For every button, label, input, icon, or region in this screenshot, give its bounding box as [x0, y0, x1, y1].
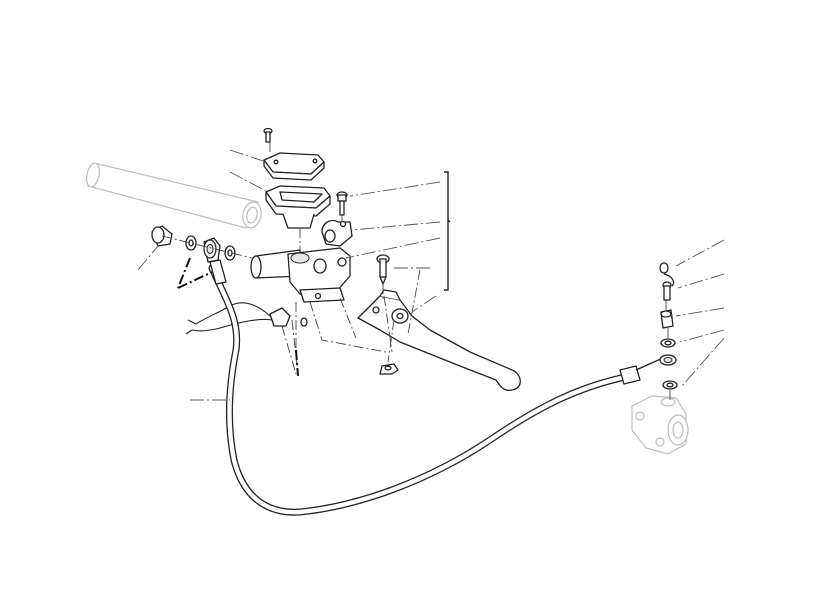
handlebar-clamp: [321, 219, 353, 247]
sealing-washer-right-2: [662, 380, 678, 390]
reservoir-diaphragm: [265, 185, 331, 229]
master-cylinder-body: [250, 247, 351, 303]
pivot-nut: [379, 363, 399, 375]
reservoir-cap: [263, 152, 325, 181]
clutch-slave-cylinder: [631, 395, 689, 455]
reservoir-cap-screw: [263, 127, 273, 143]
banjo-fitting-right: [659, 354, 677, 366]
sealing-washer-left-1: [185, 235, 197, 251]
bleed-cap: [659, 262, 675, 287]
clamp-bolt-upper: [336, 191, 348, 216]
lever-pivot-screw: [376, 254, 390, 285]
hydraulic-hose: [208, 259, 669, 516]
clutch-lever: [357, 289, 521, 392]
assembly-bracket: [444, 171, 451, 291]
leader-lines: [137, 149, 725, 401]
banjo-fitting-left: [203, 237, 221, 263]
switch-screw: [300, 317, 308, 327]
assembly-axes: [161, 142, 671, 400]
handlebar: [86, 162, 262, 229]
sealing-washer-right-1: [660, 338, 676, 348]
bleed-valve: [662, 281, 672, 301]
banjo-bolt-right: [660, 309, 674, 329]
sealing-washer-left-2: [224, 245, 236, 261]
